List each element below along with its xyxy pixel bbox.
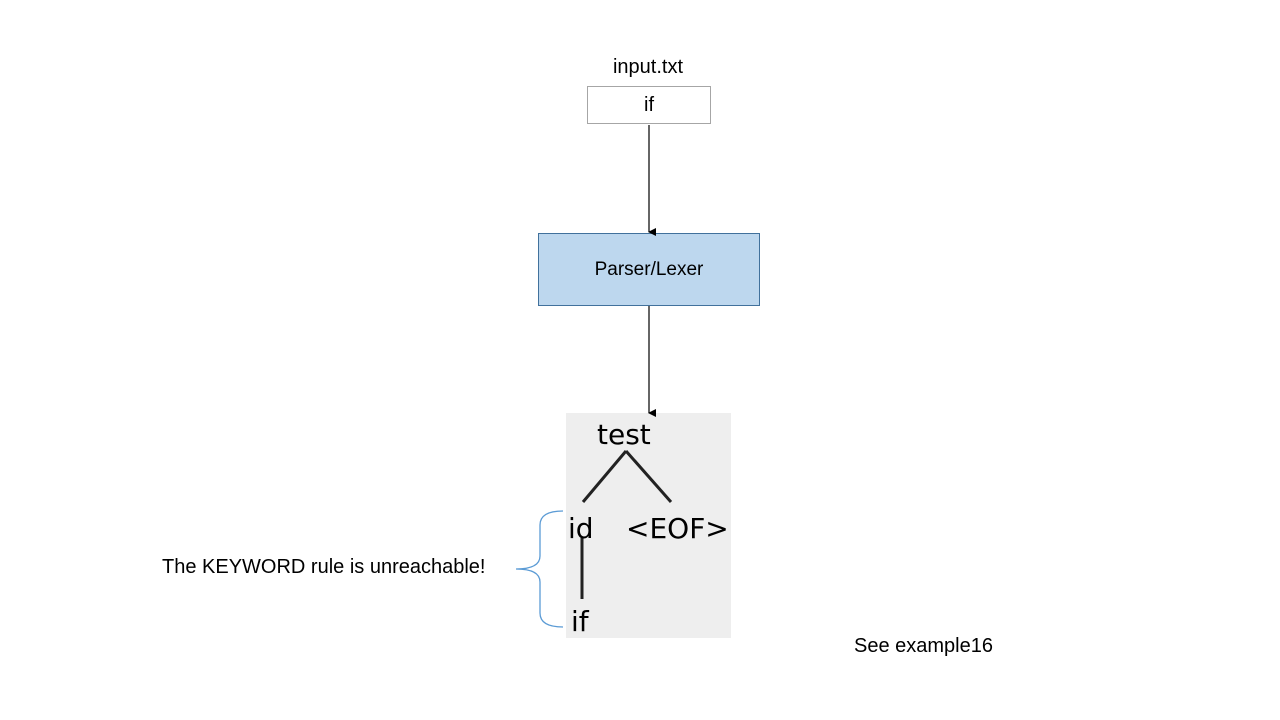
parse-tree-graphic: test id <EOF> if — [568, 418, 729, 638]
input-file-box: if — [587, 86, 711, 124]
input-file-content: if — [644, 93, 654, 116]
annotation-text: The KEYWORD rule is unreachable! — [162, 556, 486, 578]
parse-tree-panel: test id <EOF> if — [566, 413, 731, 638]
curly-brace-bracket — [515, 510, 564, 628]
parser-lexer-label: Parser/Lexer — [594, 258, 704, 280]
parser-lexer-box: Parser/Lexer — [538, 233, 760, 306]
tree-node-eof: <EOF> — [626, 512, 729, 545]
footnote-text: See example16 — [854, 635, 993, 657]
tree-edge-test-id — [581, 450, 628, 503]
input-filename-label: input.txt — [612, 56, 684, 78]
tree-edge-test-eof — [624, 450, 673, 503]
tree-node-leaf-if: if — [571, 605, 590, 638]
tree-node-id: id — [568, 512, 594, 545]
tree-node-root: test — [597, 418, 651, 451]
